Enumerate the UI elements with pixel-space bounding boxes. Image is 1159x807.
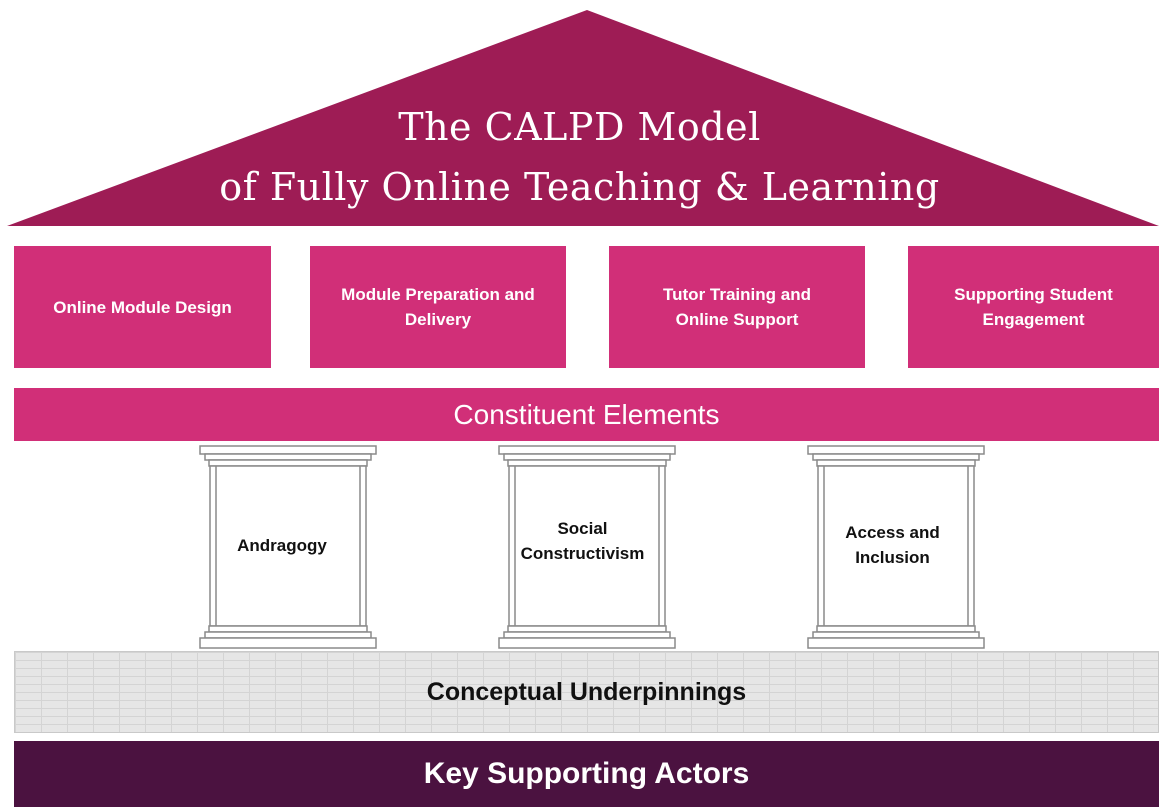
conceptual-underpinnings-foundation: Conceptual Underpinnings [14, 651, 1159, 733]
constituent-elements-band: Constituent Elements [14, 388, 1159, 441]
base-label: Key Supporting Actors [423, 757, 750, 790]
element-student-engagement: Supporting Student Engagement [908, 246, 1159, 368]
element-label: Supporting Student Engagement [954, 285, 1113, 329]
foundation-label: Conceptual Underpinnings [426, 677, 747, 706]
key-supporting-actors-base: Key Supporting Actors [14, 741, 1159, 807]
model-title-line-2: of Fully Online Teaching & Learning [219, 165, 940, 209]
element-online-module-design: Online Module Design [14, 246, 271, 368]
element-label: Tutor Training and Online Support [663, 285, 811, 329]
pillar-label-andragogy: Andragogy [237, 536, 327, 555]
pillar-label-social-constructivism: Social Constructivism [520, 519, 645, 563]
band-label: Constituent Elements [453, 398, 720, 430]
roof-triangle [7, 10, 1159, 226]
model-title-line-1: The CALPD Model [398, 105, 761, 149]
pillar-social-constructivism [498, 445, 676, 649]
element-module-preparation: Module Preparation and Delivery [310, 246, 566, 368]
pillar-andragogy [199, 445, 377, 649]
element-tutor-training: Tutor Training and Online Support [609, 246, 865, 368]
pillar-label-access-inclusion: Access and Inclusion [845, 523, 940, 567]
element-label: Online Module Design [53, 297, 232, 317]
pillar-access-inclusion [807, 445, 985, 649]
element-label: Module Preparation and Delivery [341, 285, 535, 329]
